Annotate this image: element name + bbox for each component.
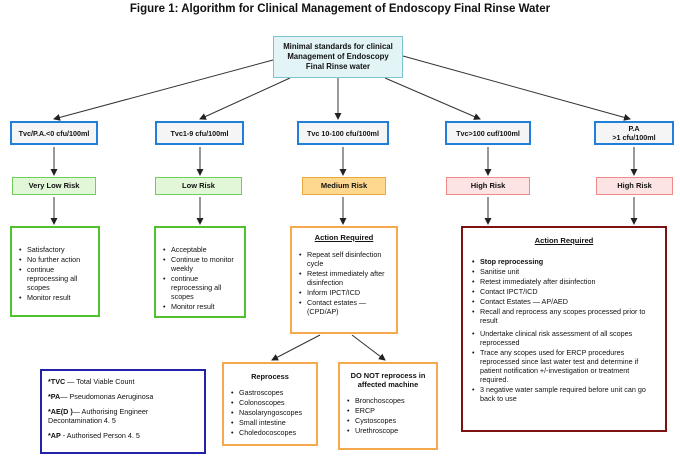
legend-desc: - Authorised Person 4. 5 — [60, 431, 140, 440]
list-item: Contact IPCT/ICD — [471, 287, 657, 296]
level-label: Tvc 10-100 cfu/100ml — [307, 128, 379, 138]
list-item: Undertake clinical risk assessment of al… — [471, 329, 657, 347]
list-item: Retest immediately after disinfection — [471, 277, 657, 286]
legend-entry: *TVC — Total Viable Count — [48, 377, 198, 386]
risk-high-pa: High Risk — [596, 177, 673, 195]
low-actions-panel: Acceptable Continue to monitor weekly co… — [154, 226, 246, 318]
low-action-list: Acceptable Continue to monitor weekly co… — [162, 245, 238, 311]
do-not-reprocess-heading: DO NOT reprocess in affected machine — [350, 371, 426, 389]
medium-actions-panel: Action Required Repeat self disinfection… — [290, 226, 398, 334]
list-item: Contact estates — (CPD/AP) — [298, 298, 390, 316]
risk-label: Low Risk — [182, 181, 215, 191]
legend-entry: *AP - Authorised Person 4. 5 — [48, 431, 198, 440]
risk-high: High Risk — [446, 177, 530, 195]
list-item: continue reprocessing all scopes — [162, 274, 238, 301]
list-item: Gastroscopes — [230, 388, 310, 397]
reprocess-panel: Reprocess Gastroscopes Colonoscopes Naso… — [222, 362, 318, 446]
legend-entry: *AE(D )— Authorising Engineer Decontamin… — [48, 407, 198, 425]
list-item: Retest immediately after disinfection — [298, 269, 390, 287]
risk-label: Medium Risk — [320, 181, 368, 191]
list-item: Continue to monitor weekly — [162, 255, 238, 273]
risk-low: Low Risk — [155, 177, 242, 195]
list-item: Trace any scopes used for ERCP procedure… — [471, 348, 657, 384]
list-item: Urethroscope — [346, 426, 430, 435]
root-node: Minimal standards for clinical Managemen… — [273, 36, 403, 78]
very-low-actions-panel: Satisfactory No further action continue … — [10, 226, 100, 317]
list-item: 3 negative water sample required before … — [471, 385, 657, 403]
list-item: Stop reprocessing — [471, 257, 657, 266]
risk-very-low: Very Low Risk — [12, 177, 96, 195]
risk-label: High Risk — [617, 181, 652, 191]
do-not-reprocess-panel: DO NOT reprocess in affected machine Bro… — [338, 362, 438, 450]
risk-medium: Medium Risk — [302, 177, 386, 195]
list-item: No further action — [18, 255, 92, 264]
list-item: continue reprocessing all scopes — [18, 265, 92, 292]
list-item: Bronchoscopes — [346, 396, 430, 405]
legend-desc: — Pseudomonas Aeruginosa — [60, 392, 154, 401]
figure-title: Figure 1: Algorithm for Clinical Managem… — [129, 3, 551, 15]
high-actions-panel: Action Required Stop reprocessing Saniti… — [461, 226, 667, 432]
legend-term: *AE(D ) — [48, 407, 73, 416]
risk-label: High Risk — [470, 181, 506, 191]
very-low-action-list: Satisfactory No further action continue … — [18, 245, 92, 302]
list-item: Cystoscopes — [346, 416, 430, 425]
level-label-line2: >1 cfu/100ml — [612, 133, 656, 142]
legend-term: *PA — [48, 392, 61, 401]
list-item: Acceptable — [162, 245, 238, 254]
list-item: Monitor result — [18, 293, 92, 302]
medium-action-list: Repeat self disinfection cycle Retest im… — [298, 250, 390, 316]
list-item: Recall and reprocess any scopes processe… — [471, 307, 657, 325]
list-item: Small intestine — [230, 418, 310, 427]
legend-term: *TVC — [48, 377, 66, 386]
list-item: ERCP — [346, 406, 430, 415]
list-item: Sanitise unit — [471, 267, 657, 276]
level-node-low: Tvc1-9 cfu/100ml — [155, 121, 244, 145]
level-node-pa: P.A >1 cfu/100ml — [594, 121, 674, 145]
legend-desc: — Authorising Engineer Decontamination 4… — [48, 407, 149, 425]
list-item: Monitor result — [162, 302, 238, 311]
level-node-medium: Tvc 10-100 cfu/100ml — [297, 121, 389, 145]
level-label-line1: P.A — [628, 124, 640, 133]
high-action-list: Stop reprocessing Sanitise unit Retest i… — [471, 257, 657, 403]
list-item: Nasolaryngoscopes — [230, 408, 310, 417]
high-actions-heading: Action Required — [534, 236, 594, 245]
level-node-very-low: Tvc/P.A.<0 cfu/100ml — [10, 121, 98, 145]
abbreviation-legend: *TVC — Total Viable Count *PA— Pseudomon… — [40, 369, 206, 454]
list-item: Satisfactory — [18, 245, 92, 254]
list-item: Inform IPCT/ICD — [298, 288, 390, 297]
legend-term: *AP — [48, 431, 61, 440]
risk-label: Very Low Risk — [28, 181, 80, 191]
reprocess-list: Gastroscopes Colonoscopes Nasolaryngosco… — [230, 388, 310, 437]
level-label: Tvc1-9 cfu/100ml — [170, 128, 229, 138]
level-label: Tvc/P.A.<0 cfu/100ml — [18, 128, 90, 138]
legend-desc: — Total Viable Count — [65, 377, 135, 386]
reprocess-heading: Reprocess — [251, 372, 289, 381]
list-item: Choledocoscopes — [230, 428, 310, 437]
level-node-high: Tvc>100 cuf/100ml — [445, 121, 531, 145]
list-item: Repeat self disinfection cycle — [298, 250, 390, 268]
do-not-reprocess-list: Bronchoscopes ERCP Cystoscopes Urethrosc… — [346, 396, 430, 435]
legend-entry: *PA— Pseudomonas Aeruginosa — [48, 392, 198, 401]
medium-actions-heading: Action Required — [314, 233, 374, 242]
root-text: Minimal standards for clinical Managemen… — [283, 42, 393, 71]
level-label: Tvc>100 cuf/100ml — [456, 128, 520, 138]
list-item: Colonoscopes — [230, 398, 310, 407]
list-item: Contact Estates — AP/AED — [471, 297, 657, 306]
